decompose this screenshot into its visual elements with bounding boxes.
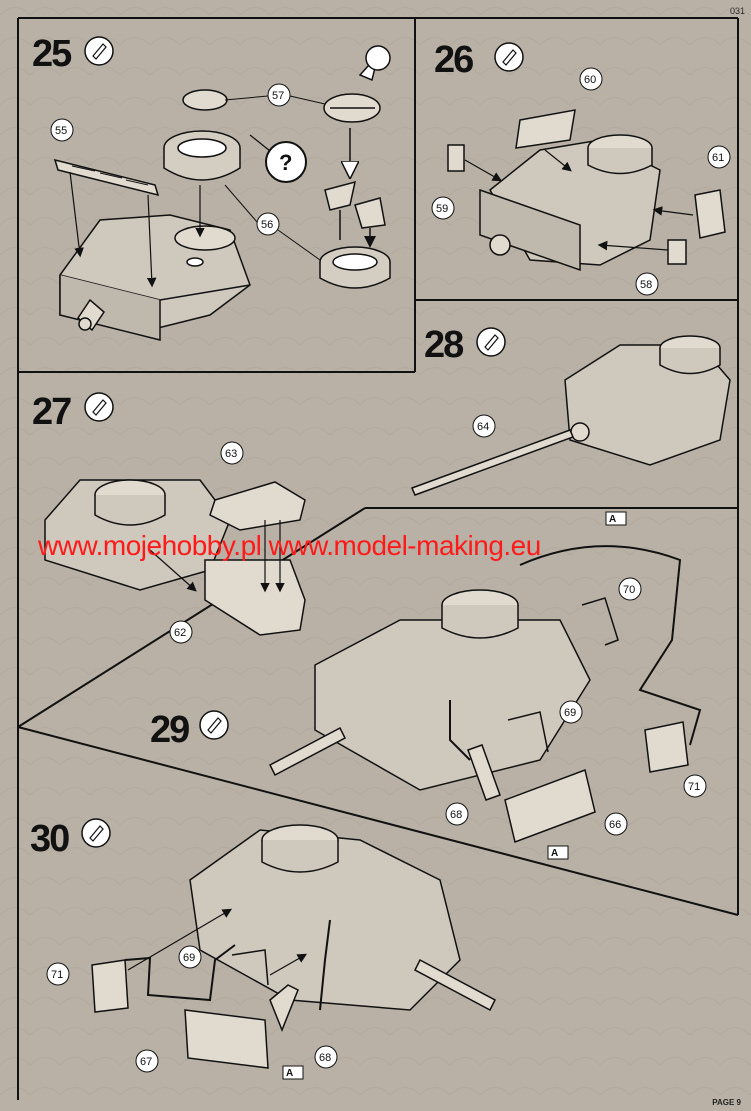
part-67 bbox=[184, 1009, 269, 1069]
part-68-step30 bbox=[269, 984, 299, 1033]
step-30-number: 30 bbox=[30, 818, 69, 860]
callout-68-step30: 68 bbox=[314, 1045, 338, 1069]
step-26-turret bbox=[479, 134, 661, 272]
callout-56: 56 bbox=[224, 184, 321, 261]
svg-text:71: 71 bbox=[51, 969, 63, 981]
part-71-step30 bbox=[91, 959, 129, 1013]
watermark-text: www.mojehobby.pl www.model-making.eu bbox=[38, 530, 541, 561]
panel-borders bbox=[17, 17, 739, 1100]
step-25-number: 25 bbox=[32, 33, 72, 75]
svg-text:64: 64 bbox=[477, 421, 489, 433]
callout-69-step29: 69 bbox=[559, 700, 583, 724]
step-30-glue-icon bbox=[81, 818, 111, 848]
step-30-guide-line bbox=[124, 919, 331, 1011]
callout-71-step30: 71 bbox=[46, 962, 70, 986]
step-25-turret bbox=[59, 214, 251, 341]
callout-70: 70 bbox=[618, 577, 642, 601]
svg-text:71: 71 bbox=[688, 781, 700, 793]
step-28-turret bbox=[564, 335, 731, 466]
callout-59: 59 bbox=[431, 196, 455, 220]
svg-text:56: 56 bbox=[261, 219, 273, 231]
step-26-arrows bbox=[464, 149, 694, 251]
step-27-number: 27 bbox=[32, 391, 71, 433]
step-27-glue-icon bbox=[84, 392, 114, 422]
svg-text:A: A bbox=[551, 848, 558, 859]
part-71-step29 bbox=[644, 721, 689, 773]
part-59 bbox=[447, 144, 465, 172]
svg-text:58: 58 bbox=[640, 279, 652, 291]
svg-text:69: 69 bbox=[564, 707, 576, 719]
callout-58: 58 bbox=[635, 272, 659, 296]
callout-69-step30: 69 bbox=[178, 945, 202, 969]
step-27: 27 63 bbox=[32, 391, 306, 644]
part-70 bbox=[581, 597, 619, 646]
step-27-turret bbox=[44, 479, 231, 591]
page-number: PAGE 9 bbox=[712, 1098, 741, 1107]
step-29-guide-line bbox=[449, 545, 702, 761]
step-30-arrows bbox=[127, 908, 308, 976]
callout-55: 55 bbox=[50, 118, 74, 142]
callout-64: 64 bbox=[472, 414, 496, 438]
callout-63: 63 bbox=[220, 441, 244, 465]
part-58 bbox=[667, 239, 687, 265]
part-variant-hatch bbox=[324, 180, 386, 245]
part-61 bbox=[694, 189, 726, 239]
svg-text:66: 66 bbox=[609, 819, 621, 831]
svg-text:?: ? bbox=[279, 150, 292, 175]
callout-57: 57 bbox=[224, 83, 326, 107]
svg-text:60: 60 bbox=[584, 74, 596, 86]
svg-text:57: 57 bbox=[272, 90, 284, 102]
part-68-step29 bbox=[467, 744, 501, 801]
step-28-glue-icon bbox=[476, 327, 506, 357]
step-26-number: 26 bbox=[434, 39, 473, 81]
callout-62: 62 bbox=[169, 620, 193, 644]
part-66 bbox=[504, 768, 596, 844]
svg-text:61: 61 bbox=[712, 152, 724, 164]
part-69-step29 bbox=[507, 711, 549, 753]
step-29-number: 29 bbox=[150, 709, 189, 751]
part-63 bbox=[209, 481, 306, 531]
step-29: 29 bbox=[150, 511, 707, 860]
svg-text:62: 62 bbox=[174, 627, 186, 639]
svg-text:59: 59 bbox=[436, 203, 448, 215]
step-26-glue-icon bbox=[494, 42, 524, 72]
svg-text:55: 55 bbox=[55, 125, 67, 137]
step-29-glue-icon bbox=[199, 710, 229, 740]
svg-text:A: A bbox=[286, 1068, 293, 1079]
svg-text:69: 69 bbox=[183, 952, 195, 964]
step-26: 26 bbox=[431, 39, 731, 296]
part-56-cupola bbox=[163, 130, 391, 289]
svg-text:68: 68 bbox=[450, 809, 462, 821]
part-64-barrel bbox=[410, 429, 575, 496]
part-55 bbox=[53, 158, 160, 197]
marker-a-top: A bbox=[605, 511, 627, 526]
svg-text:63: 63 bbox=[225, 448, 237, 460]
marker-a-bottom: A bbox=[547, 845, 569, 860]
step-28-number: 28 bbox=[424, 324, 463, 366]
svg-text:68: 68 bbox=[319, 1052, 331, 1064]
callout-67: 67 bbox=[135, 1049, 159, 1073]
marker-a-step30: A bbox=[282, 1065, 304, 1080]
step-30-turret bbox=[189, 824, 496, 1012]
part-60 bbox=[515, 109, 576, 149]
step-27-arrows bbox=[149, 520, 285, 593]
step-25-glue-icon bbox=[84, 36, 114, 66]
svg-text:67: 67 bbox=[140, 1056, 152, 1068]
step-28: 28 64 bbox=[410, 324, 731, 496]
callout-68-step29: 68 bbox=[445, 802, 469, 826]
query-icon: ? bbox=[265, 141, 307, 183]
part-69-step30 bbox=[231, 949, 269, 986]
callout-66: 66 bbox=[604, 812, 628, 836]
callout-71-step29: 71 bbox=[683, 774, 707, 798]
callout-60: 60 bbox=[579, 67, 603, 91]
part-57-hatch bbox=[182, 45, 391, 123]
svg-text:A: A bbox=[609, 514, 616, 525]
callout-61: 61 bbox=[707, 145, 731, 169]
step-29-turret bbox=[269, 589, 591, 791]
svg-text:70: 70 bbox=[623, 584, 635, 596]
step-25: 25 bbox=[32, 33, 391, 341]
step-30: 30 bbox=[30, 818, 496, 1080]
